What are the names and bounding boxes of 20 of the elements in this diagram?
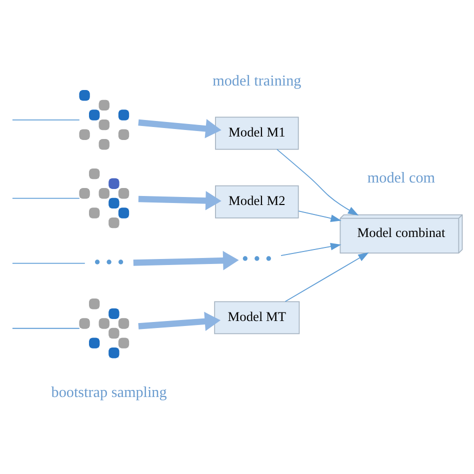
arrow: [138, 118, 222, 138]
connector: [12, 262, 86, 264]
node-box: Model MT: [214, 300, 300, 334]
arrow: [284, 252, 369, 302]
label: model com: [367, 170, 436, 186]
connector: [12, 118, 80, 120]
arrow: [138, 190, 222, 210]
node-box: Model M2: [215, 184, 299, 218]
connector: [12, 197, 80, 198]
arrow: [276, 148, 359, 215]
arrow: [298, 210, 342, 222]
arrow: [133, 250, 239, 270]
label: bootstrap sampling: [51, 384, 167, 401]
label: model training: [212, 72, 302, 89]
arrow: [138, 311, 221, 331]
node-text: • • •: [94, 252, 124, 273]
node-text: • • •: [242, 248, 272, 270]
arrow: [280, 242, 342, 256]
connector: [12, 327, 80, 328]
node-box: Model M1: [215, 116, 299, 150]
